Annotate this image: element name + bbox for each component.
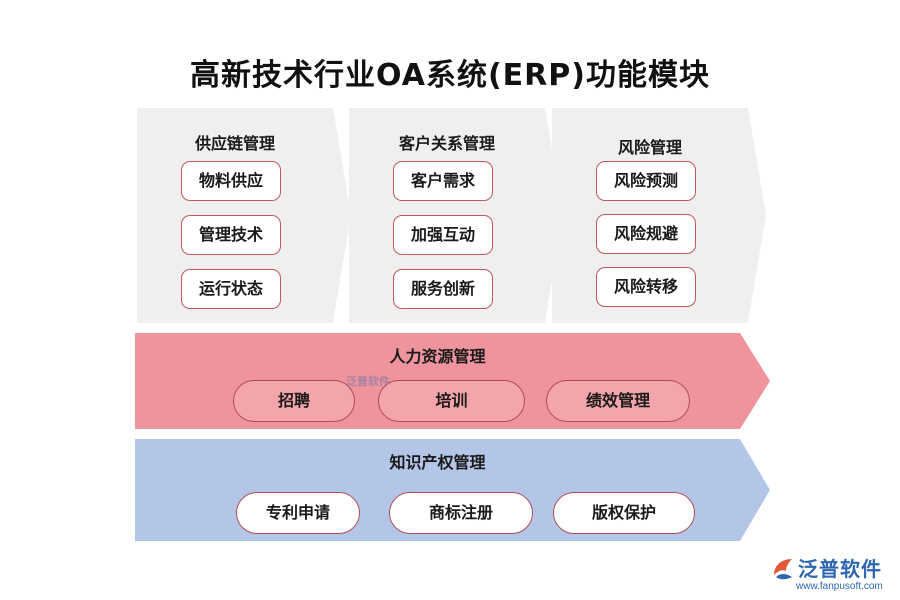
logo-mark-icon xyxy=(774,559,792,580)
band-hr: 人力资源管理 招聘 培训 绩效管理 xyxy=(135,333,770,429)
panel-crm: 客户关系管理 客户需求 加强互动 服务创新 xyxy=(349,108,563,323)
logo-url: www.fanpusoft.com xyxy=(796,581,883,592)
logo-name: 泛普软件 xyxy=(798,557,882,581)
band-ip: 知识产权管理 专利申请 商标注册 版权保护 xyxy=(135,439,770,541)
module-item: 客户需求 xyxy=(393,161,493,201)
panel-supply-chain: 供应链管理 物料供应 管理技术 运行状态 xyxy=(137,108,351,323)
module-item: 商标注册 xyxy=(389,492,533,534)
band-title: 知识产权管理 xyxy=(389,453,486,472)
module-item: 运行状态 xyxy=(181,269,281,309)
module-item: 服务创新 xyxy=(393,269,493,309)
page-title: 高新技术行业OA系统(ERP)功能模块 xyxy=(190,58,710,93)
panel-title: 客户关系管理 xyxy=(398,134,495,153)
watermark: 泛普软件 xyxy=(346,375,390,388)
panel-title: 供应链管理 xyxy=(194,134,275,153)
module-item: 风险规避 xyxy=(596,214,696,254)
module-item: 管理技术 xyxy=(181,215,281,255)
module-item: 风险转移 xyxy=(596,267,696,307)
band-arrow-tip xyxy=(740,333,770,429)
panel-arrow-tip xyxy=(748,108,766,322)
brand-logo: 泛普软件 www.fanpusoft.com xyxy=(770,553,895,598)
module-item: 风险预测 xyxy=(596,161,696,201)
module-item: 专利申请 xyxy=(236,492,360,534)
module-item: 加强互动 xyxy=(393,215,493,255)
panel-arrow-tip xyxy=(333,108,351,322)
band-title: 人力资源管理 xyxy=(389,347,486,366)
module-item: 版权保护 xyxy=(553,492,695,534)
panel-risk: 风险管理 风险预测 风险规避 风险转移 xyxy=(552,108,766,323)
module-item: 物料供应 xyxy=(181,161,281,201)
module-item: 培训 xyxy=(378,380,525,422)
band-arrow-tip xyxy=(740,439,770,541)
module-item: 绩效管理 xyxy=(546,380,690,422)
module-item: 招聘 xyxy=(233,380,355,422)
panel-title: 风险管理 xyxy=(617,138,682,157)
